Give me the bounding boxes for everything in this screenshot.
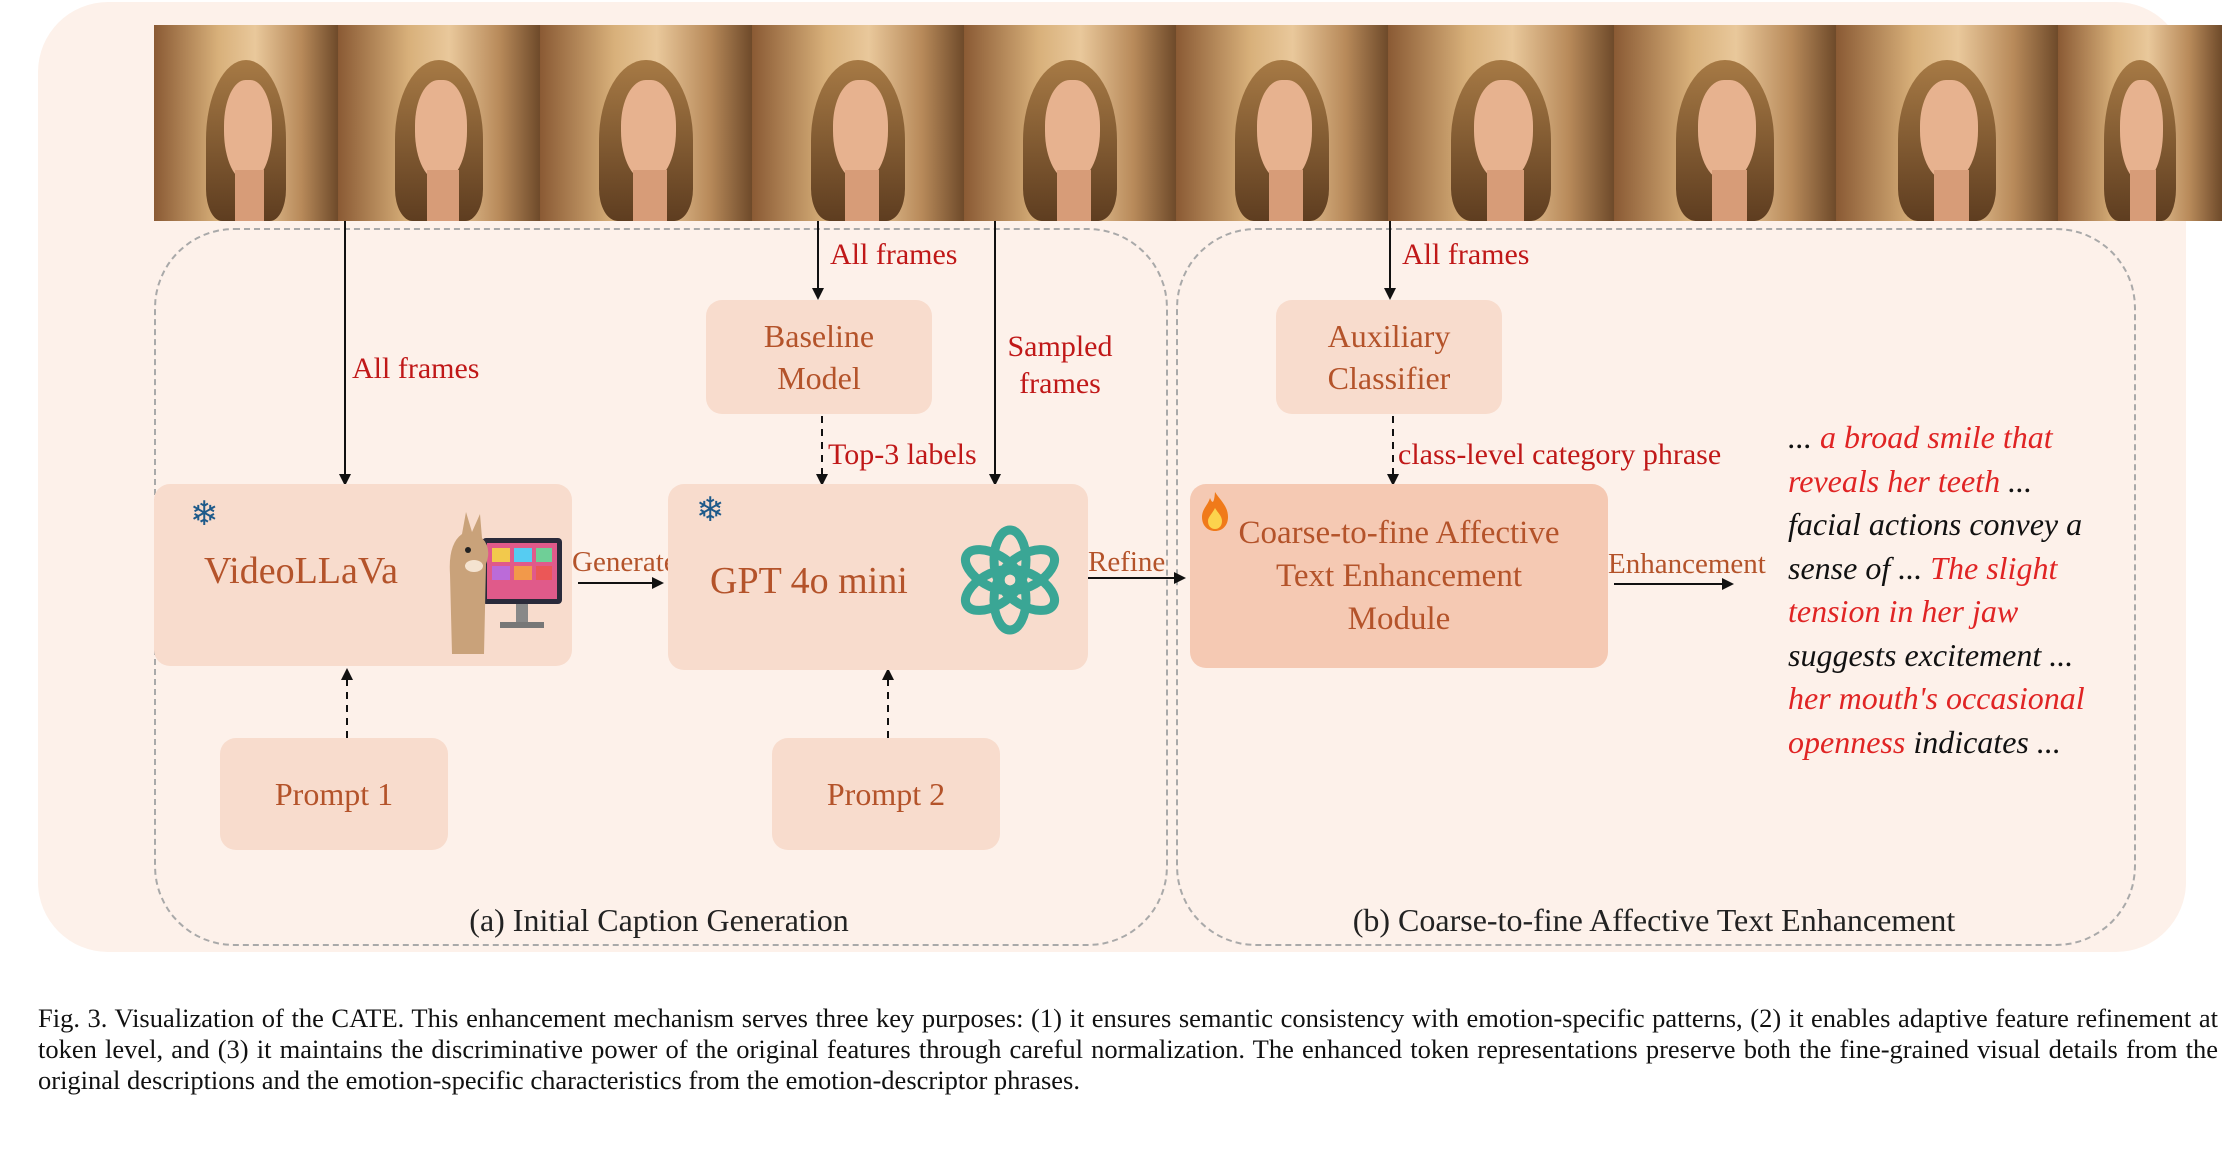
enhanced-caption-text: ... a broad smile that reveals her teeth…	[1788, 416, 2085, 764]
output-line: suggests excitement ...	[1788, 636, 2074, 673]
video-frame	[1614, 25, 1838, 221]
gpt-4o-mini-label: GPT 4o mini	[710, 560, 908, 602]
label-class-phrase: class-level category phrase	[1398, 438, 1722, 471]
label-generate: Generate	[572, 546, 677, 578]
output-highlight: reveals her teeth	[1788, 462, 2001, 499]
video-frame	[752, 25, 966, 221]
output-highlight: The slight	[1930, 549, 2058, 586]
video-frame	[154, 25, 340, 221]
label-enhancement: Enhancement	[1608, 548, 1766, 580]
affective-enhancement-module-label: Coarse-to-fine Affective Text Enhancemen…	[1238, 514, 1560, 637]
prompt-2-box: Prompt 2	[772, 738, 1000, 850]
output-line: sense of ...	[1788, 549, 1931, 586]
panel-b-caption: (b) Coarse-to-fine Affective Text Enhanc…	[1352, 902, 1956, 938]
output-highlight: openness	[1788, 723, 1906, 760]
video-frame	[1836, 25, 2060, 221]
baseline-model-box: Baseline Model	[706, 300, 932, 414]
output-line: facial actions convey a	[1788, 506, 2083, 542]
prompt-2-label: Prompt 2	[826, 776, 946, 812]
label-all-frames-3: All frames	[1402, 238, 1530, 271]
output-highlight: a broad smile that	[1820, 419, 2053, 455]
video-frame	[964, 25, 1178, 221]
baseline-model-label: Baseline Model	[763, 318, 875, 396]
video-frame	[338, 25, 542, 221]
openai-logo-icon	[960, 525, 1060, 635]
gpt-4o-mini-box: ❄ GPT 4o mini	[668, 484, 1088, 670]
panel-b-outline	[1176, 228, 2136, 946]
label-sampled-frames: Sampled frames	[1007, 330, 1113, 400]
videollava-label: VideoLLaVa	[204, 550, 398, 592]
videollava-box: ❄ VideoLLaVa	[154, 484, 572, 666]
output-line: indicates ...	[1905, 723, 2061, 760]
output-line: ...	[2000, 462, 2033, 499]
panel-a-caption: (a) Initial Caption Generation	[469, 902, 849, 938]
video-frame	[540, 25, 754, 221]
fire-trainable-icon	[1202, 492, 1228, 531]
label-all-frames-2: All frames	[830, 238, 958, 271]
llama-monitor-icon	[449, 512, 562, 654]
label-top3: Top-3 labels	[828, 438, 977, 471]
video-frame	[2058, 25, 2222, 221]
output-line: ...	[1788, 419, 1820, 455]
video-frame	[1388, 25, 1616, 221]
frozen-snowflake-icon: ❄	[190, 496, 219, 533]
affective-enhancement-module-box: Coarse-to-fine Affective Text Enhancemen…	[1190, 484, 1608, 668]
label-all-frames-1: All frames	[352, 352, 480, 385]
auxiliary-classifier-label: Auxiliary Classifier	[1327, 318, 1451, 396]
output-highlight: her mouth's occasional	[1788, 680, 2085, 716]
output-highlight: tension in her jaw	[1788, 593, 2019, 629]
figure-caption: Fig. 3. Visualization of the CATE. This …	[38, 1003, 2218, 1095]
prompt-1-box: Prompt 1	[220, 738, 448, 850]
frozen-snowflake-icon: ❄	[696, 492, 725, 529]
label-refine: Refine	[1088, 546, 1166, 578]
video-frame	[1176, 25, 1390, 221]
prompt-1-label: Prompt 1	[274, 776, 394, 812]
auxiliary-classifier-box: Auxiliary Classifier	[1276, 300, 1502, 414]
